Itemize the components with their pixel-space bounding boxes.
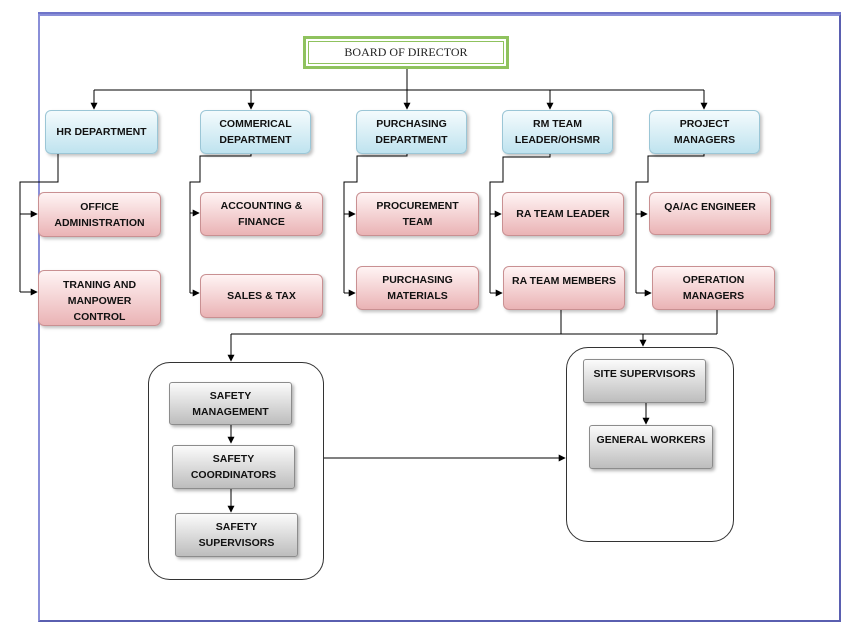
rm-bracket <box>489 154 551 293</box>
qa-ac-engineer-box: QA/AC ENGINEER <box>649 192 771 235</box>
sales-tax-box: SALES & TAX <box>200 274 323 318</box>
frame-top-border <box>38 12 841 15</box>
training-manpower-box: TRANING AND MANPOWER CONTROL <box>38 270 161 326</box>
purchasing-materials-box: PURCHASING MATERIALS <box>356 266 479 310</box>
rm-team-leader-box: RM TEAM LEADER/OHSMR <box>502 110 613 154</box>
project-managers-box: PROJECT MANAGERS <box>649 110 760 154</box>
procurement-team-box: PROCUREMENT TEAM <box>356 192 479 236</box>
commercial-bracket <box>189 154 252 293</box>
hr-department-box: HR DEPARTMENT <box>45 110 158 154</box>
project-bracket <box>635 154 705 293</box>
safety-coordinators-box: SAFETY COORDINATORS <box>172 445 295 489</box>
general-workers-box: GENERAL WORKERS <box>589 425 713 469</box>
purchasing-bracket <box>343 154 408 293</box>
office-administration-box: OFFICE ADMINISTRATION <box>38 192 161 237</box>
ra-team-leader-box: RA TEAM LEADER <box>502 192 624 236</box>
safety-management-box: SAFETY MANAGEMENT <box>169 382 292 425</box>
commercial-department-box: COMMERICAL DEPARTMENT <box>200 110 311 154</box>
safety-supervisors-box: SAFETY SUPERVISORS <box>175 513 298 557</box>
board-of-director-box: BOARD OF DIRECTOR <box>303 36 509 69</box>
site-supervisors-box: SITE SUPERVISORS <box>583 359 706 403</box>
operation-managers-box: OPERATION MANAGERS <box>652 266 775 310</box>
accounting-finance-box: ACCOUNTING & FINANCE <box>200 192 323 236</box>
ra-team-members-box: RA TEAM MEMBERS <box>503 266 625 310</box>
board-of-director-label: BOARD OF DIRECTOR <box>308 41 504 64</box>
purchasing-department-box: PURCHASING DEPARTMENT <box>356 110 467 154</box>
